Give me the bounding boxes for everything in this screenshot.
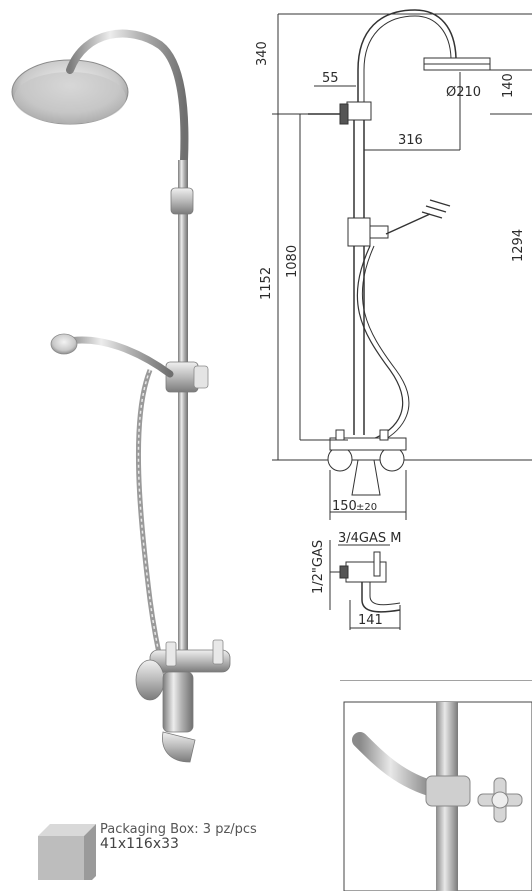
packaging-box-icon [38, 824, 96, 880]
photo-bracket-upper [170, 187, 194, 215]
photo-handshower [50, 333, 174, 378]
dim-141: 141 [358, 613, 383, 628]
packaging-size: 41x116x33 [100, 836, 179, 853]
technical-drawing: 340 55 Ø210 140 316 1152 1080 1294 150 ±… [255, 9, 532, 630]
dim-1152: 1152 [259, 267, 274, 300]
photo-mixer [135, 639, 231, 763]
dim-316: 316 [398, 133, 423, 148]
dim-150-tolerance: ±20 [356, 502, 377, 513]
dim-1294: 1294 [511, 229, 526, 262]
photo-shower-head [11, 59, 129, 125]
photo-gooseneck [66, 29, 189, 424]
detail-closeup [340, 680, 532, 891]
packaging-info: Packaging Box: 3 pz/pcs 41x116x33 [100, 822, 257, 853]
dim-55: 55 [322, 71, 339, 86]
dim-140: 140 [501, 73, 516, 98]
photo-riser-pipe [178, 160, 188, 700]
photo-slider [165, 361, 209, 393]
dim-side-thread: 1/2"GAS [311, 540, 326, 594]
dim-340: 340 [255, 41, 270, 66]
packaging-label: Packaging Box: 3 pz/pcs [100, 822, 257, 837]
dim-1080: 1080 [285, 245, 300, 278]
dim-150: 150 [332, 499, 357, 514]
product-photo [11, 29, 231, 763]
dim-inlet-thread: 3/4GAS M [338, 531, 402, 546]
dim-diameter-210: Ø210 [446, 85, 481, 100]
